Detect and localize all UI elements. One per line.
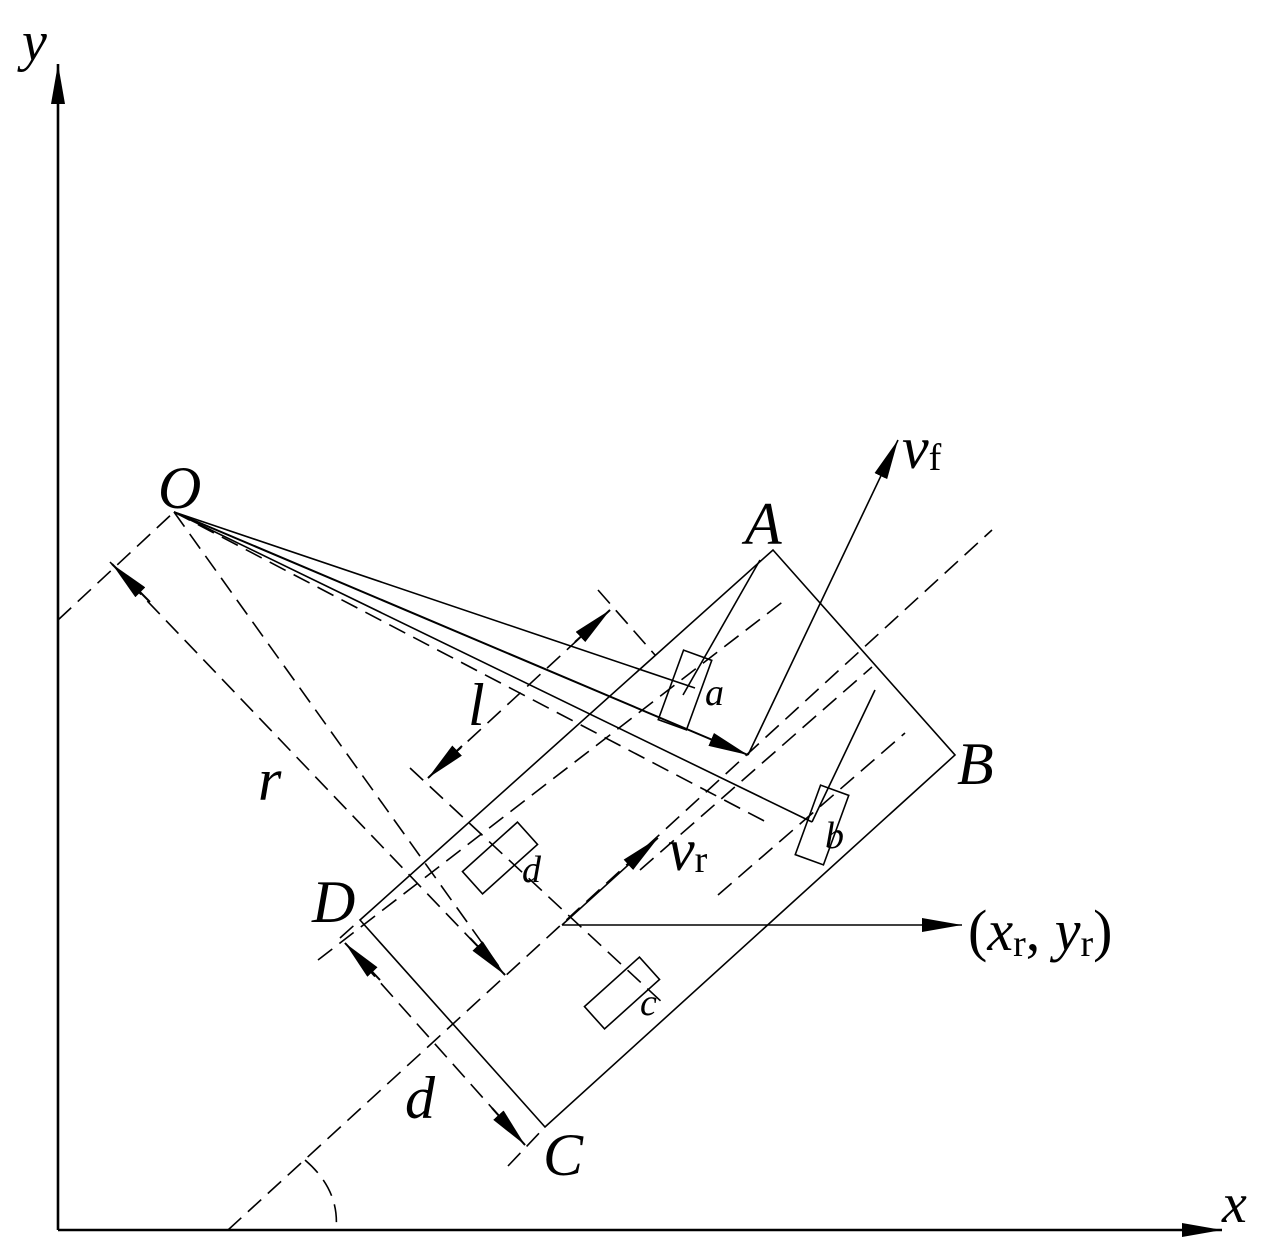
r-arrow-start xyxy=(111,563,151,603)
l-arrow-bottom xyxy=(427,745,463,779)
label-vr: vr xyxy=(668,817,708,883)
wheel-b xyxy=(794,784,850,866)
r-dim-extension xyxy=(57,511,175,621)
front-wheel-b-steer-line xyxy=(811,689,876,823)
d-dim-extension-top xyxy=(339,919,361,939)
left-track-line xyxy=(317,599,786,961)
coord-open: ( xyxy=(968,898,987,963)
wheel-c xyxy=(583,955,661,1031)
coord-comma: , xyxy=(1026,898,1055,963)
d-dim-extension-bottom xyxy=(507,1126,546,1167)
label-coordinates: (xr, yr) xyxy=(968,898,1112,965)
d-arrow-bottom xyxy=(491,1107,526,1146)
right-track-line xyxy=(717,732,906,896)
radius-line-to-rear xyxy=(173,511,506,976)
coord-x-sub: r xyxy=(1013,923,1026,965)
axes xyxy=(51,64,1222,1237)
label-l: l xyxy=(468,672,485,738)
l-dim-extension-top xyxy=(597,589,656,656)
wheel-d xyxy=(461,820,539,896)
label-C: C xyxy=(543,1122,584,1188)
label-vf-sub: f xyxy=(929,437,942,479)
l-arrow-top xyxy=(574,609,611,643)
coord-close: ) xyxy=(1093,898,1112,963)
label-wheel-d: d xyxy=(522,849,542,891)
label-B: B xyxy=(957,731,994,797)
r-arrow-end xyxy=(469,937,506,976)
r-dimension xyxy=(109,561,506,976)
construction-lines xyxy=(57,511,993,1231)
coord-y: y xyxy=(1050,898,1081,963)
coord-x: x xyxy=(986,898,1013,963)
label-y-axis: y xyxy=(17,11,47,73)
label-wheel-b: b xyxy=(825,815,844,857)
label-A: A xyxy=(741,491,782,557)
o-rays xyxy=(173,511,813,823)
wheel-a xyxy=(657,649,713,731)
label-wheel-c: c xyxy=(640,982,657,1024)
label-O: O xyxy=(158,455,201,521)
vehicle-body xyxy=(358,548,957,1129)
label-vr-sub: r xyxy=(695,839,708,881)
front-wheel-a-steer-line xyxy=(682,559,761,696)
labels: y x O A B C D a b c d l r d vf vr (xr, y… xyxy=(17,11,1247,1235)
label-r: r xyxy=(258,747,282,813)
right-outer-track-line xyxy=(639,666,873,871)
vr-vector xyxy=(561,837,659,926)
velocity-vectors xyxy=(561,439,962,932)
vehicle-centerline xyxy=(227,529,993,1231)
heading-angle-arc xyxy=(304,1159,338,1231)
d-arrow-top xyxy=(344,942,381,981)
label-d-dimension: d xyxy=(405,1065,436,1131)
ray-o-to-a xyxy=(173,511,696,689)
wheels xyxy=(461,649,850,1031)
front-axle-line xyxy=(173,511,771,825)
vf-vector xyxy=(747,439,899,756)
label-wheel-a: a xyxy=(705,672,724,714)
label-vf: vf xyxy=(902,415,942,481)
dimensions xyxy=(109,561,611,1146)
rear-axle-line xyxy=(409,767,666,1006)
ray-o-to-front-center xyxy=(173,511,749,756)
label-vr-v: v xyxy=(668,817,695,883)
label-D: D xyxy=(311,869,355,935)
label-vf-v: v xyxy=(902,415,929,481)
coord-y-sub: r xyxy=(1080,923,1093,965)
ray-o-to-b xyxy=(173,511,813,823)
label-x-axis: x xyxy=(1221,1173,1247,1235)
